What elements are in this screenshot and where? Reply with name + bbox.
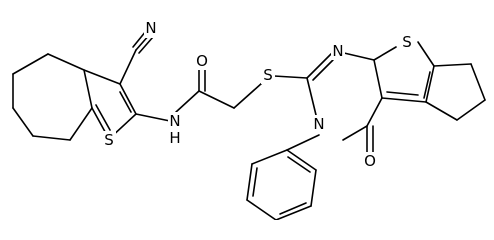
bond bbox=[306, 77, 317, 116]
atom-pyrimidine-nitrogen-phenyl: N bbox=[312, 115, 326, 133]
bond bbox=[273, 75, 308, 79]
bond bbox=[381, 97, 427, 103]
bond bbox=[251, 149, 288, 165]
bond bbox=[286, 134, 320, 151]
bond bbox=[198, 90, 235, 109]
atom-label: H bbox=[169, 129, 180, 147]
atom-ketone-oxygen: O bbox=[363, 152, 377, 170]
bond bbox=[373, 59, 383, 99]
atom-amide-oxygen: O bbox=[195, 52, 209, 70]
atom-nitrile-nitrogen: N bbox=[144, 19, 158, 38]
bond bbox=[69, 107, 93, 141]
bond bbox=[83, 69, 93, 109]
bond bbox=[279, 202, 307, 215]
bond bbox=[425, 101, 458, 121]
bond bbox=[366, 97, 383, 127]
atom-thiophene-sulfur-left: S bbox=[102, 131, 116, 149]
atom-label: O bbox=[364, 152, 376, 170]
bond bbox=[12, 107, 34, 137]
bond bbox=[12, 53, 49, 75]
bond bbox=[175, 90, 200, 113]
bond-layer bbox=[12, 30, 486, 220]
bond bbox=[306, 52, 333, 79]
atom-thioether-sulfur: S bbox=[261, 66, 275, 84]
atom-thiophene-sulfur-right: S bbox=[400, 33, 414, 51]
bond bbox=[119, 91, 132, 113]
bond bbox=[417, 41, 435, 67]
molecule-diagram: N S N H O S N bbox=[12, 19, 486, 220]
bond bbox=[138, 36, 154, 54]
bond bbox=[246, 163, 253, 201]
bond bbox=[246, 199, 277, 220]
bond bbox=[386, 91, 419, 96]
atom-label: O bbox=[196, 52, 208, 70]
atom-label: N bbox=[332, 42, 343, 60]
bond bbox=[312, 59, 334, 81]
bond bbox=[287, 156, 311, 173]
bond bbox=[425, 65, 435, 103]
bond bbox=[343, 52, 375, 61]
bond bbox=[95, 104, 111, 131]
bond bbox=[275, 205, 312, 220]
atom-label-layer: N S N H O S N bbox=[102, 19, 414, 170]
bond bbox=[310, 169, 317, 207]
atom-label: S bbox=[104, 131, 114, 149]
bond bbox=[47, 53, 85, 71]
bond bbox=[32, 135, 71, 141]
bond bbox=[83, 69, 121, 85]
bond bbox=[456, 99, 486, 121]
atom-label: S bbox=[402, 33, 412, 51]
atom-label: N bbox=[169, 112, 180, 130]
bond bbox=[252, 167, 258, 197]
bond bbox=[233, 82, 263, 109]
bond bbox=[135, 113, 171, 122]
atom-pyrimidine-nitrogen-top: N bbox=[331, 42, 345, 60]
bond bbox=[119, 49, 137, 85]
atom-label: N bbox=[313, 115, 324, 133]
bond bbox=[342, 125, 368, 141]
atom-label: S bbox=[263, 66, 273, 84]
atom-amide-nitrogen: N bbox=[168, 112, 182, 130]
atom-label: N bbox=[145, 19, 156, 37]
bond bbox=[470, 63, 486, 101]
bond bbox=[132, 30, 147, 48]
bond bbox=[423, 71, 431, 99]
atom-amide-hydrogen: H bbox=[168, 129, 182, 147]
bond bbox=[286, 149, 317, 171]
bond bbox=[373, 46, 397, 61]
bond bbox=[119, 83, 137, 115]
molecule-structure: N S N H O S N bbox=[12, 19, 486, 220]
bond bbox=[433, 63, 472, 67]
